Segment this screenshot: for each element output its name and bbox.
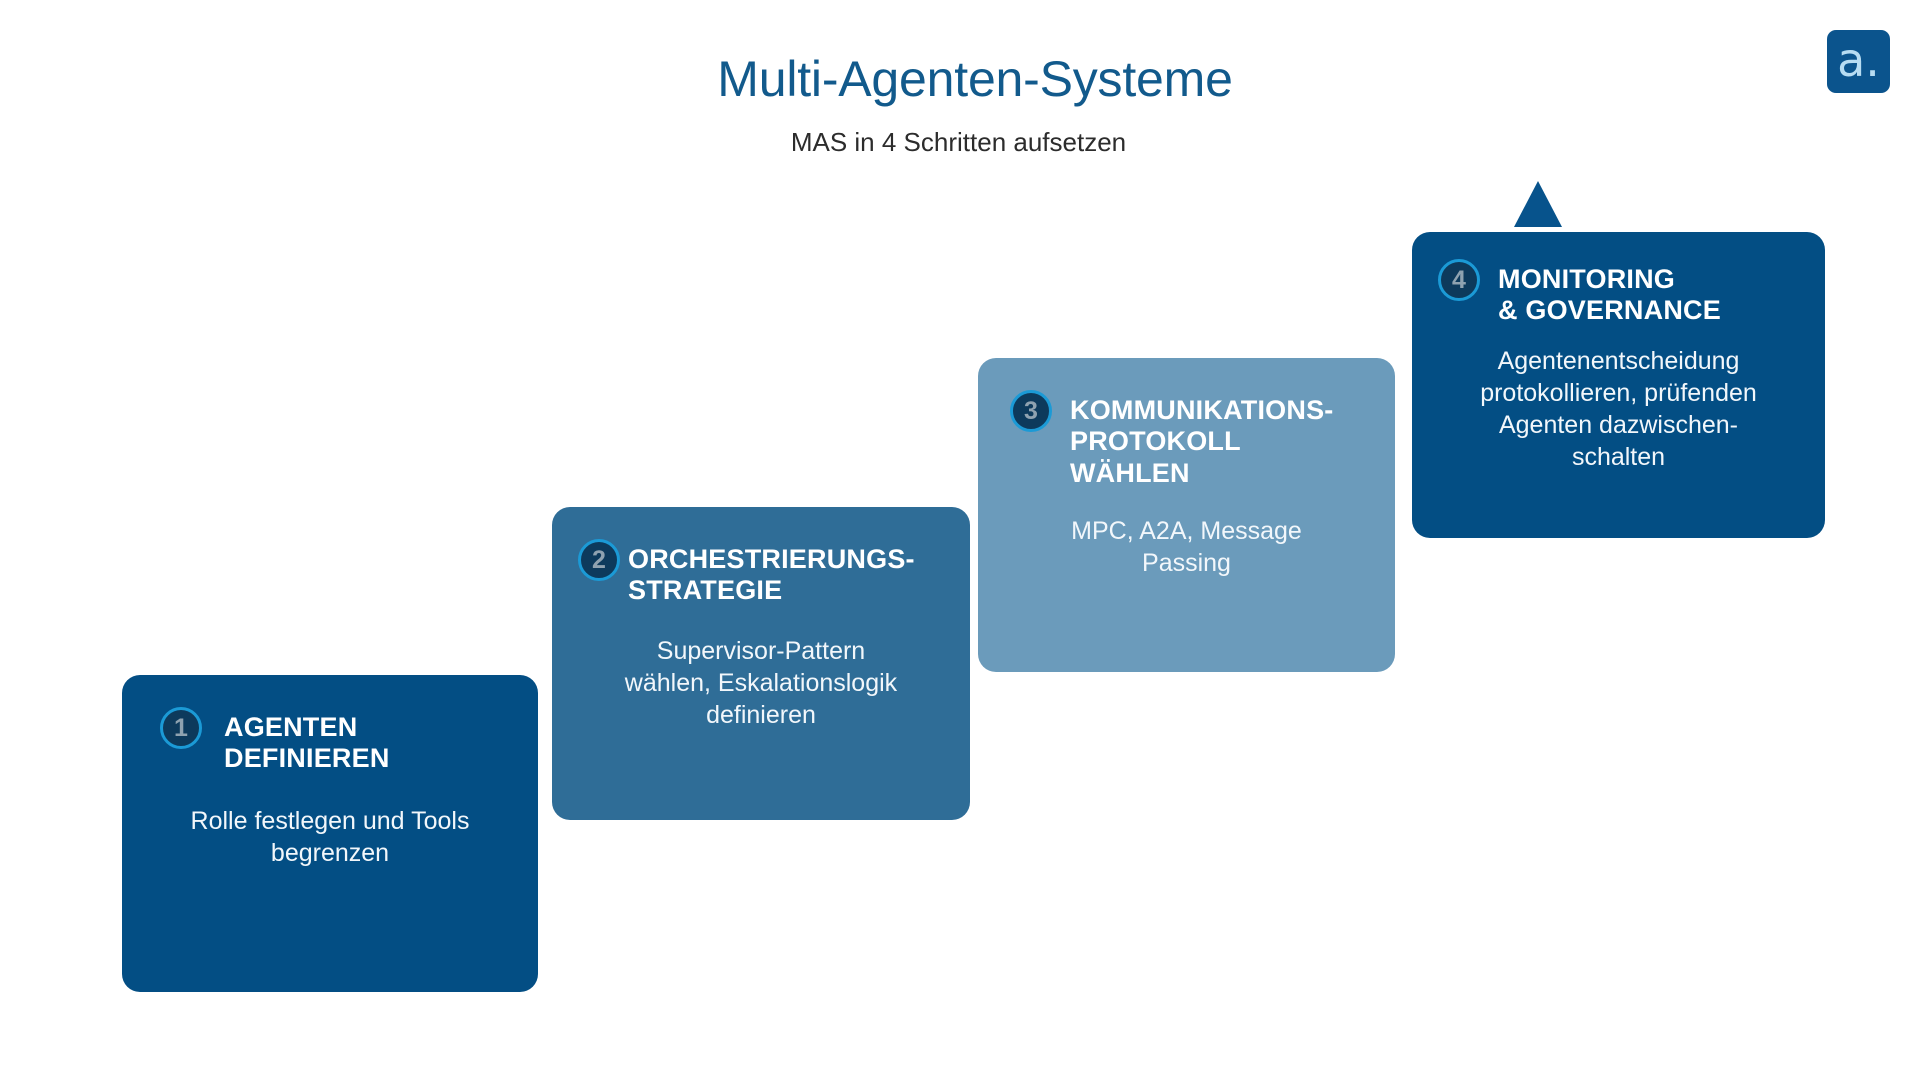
step-1-body: Rolle festlegen und Tools begrenzen [190,806,470,867]
step-2-body: Supervisor-Pattern wählen, Eskalationslo… [624,636,898,729]
step-2-header: 2 ORCHESTRIERUNGS- STRATEGIE [578,539,944,607]
step-card-3[interactable]: 3 KOMMUNIKATIONS- PROTOKOLL WÄHLEN MPC, … [978,358,1395,672]
page-subtitle: MAS in 4 Schritten aufsetzen [790,127,1127,157]
step-3-body: MPC, A2A, Message Passing [1071,516,1302,577]
logo-a-icon: a. [1837,32,1880,87]
step-1-number-badge: 1 [160,707,202,749]
step-4-title: MONITORING & GOVERNANCE [1498,264,1721,326]
step-card-1[interactable]: 1 AGENTEN DEFINIEREN Rolle festlegen und… [122,675,538,992]
step-3-number-badge: 3 [1010,390,1052,432]
step-2-title: ORCHESTRIERUNGS- STRATEGIE [628,544,915,606]
logo: a. [1827,30,1890,93]
page-title: Multi-Agenten-Systeme [717,51,1233,107]
step-4-number-badge: 4 [1438,259,1480,301]
step-2-number-badge: 2 [578,539,620,581]
step-1-title: AGENTEN DEFINIEREN [224,712,390,774]
step-3-header: 3 KOMMUNIKATIONS- PROTOKOLL WÄHLEN [1004,390,1369,489]
step-4-header: 4 MONITORING & GOVERNANCE [1434,259,1803,327]
step-card-2[interactable]: 2 ORCHESTRIERUNGS- STRATEGIE Supervisor-… [552,507,970,820]
arrow-up-icon [1514,181,1562,227]
step-4-body: Agentenentscheidung protokollieren, prüf… [1480,346,1757,471]
step-card-4[interactable]: 4 MONITORING & GOVERNANCE Agentenentsche… [1412,232,1825,538]
step-1-header: 1 AGENTEN DEFINIEREN [148,707,512,775]
step-3-title: KOMMUNIKATIONS- PROTOKOLL WÄHLEN [1070,395,1334,488]
